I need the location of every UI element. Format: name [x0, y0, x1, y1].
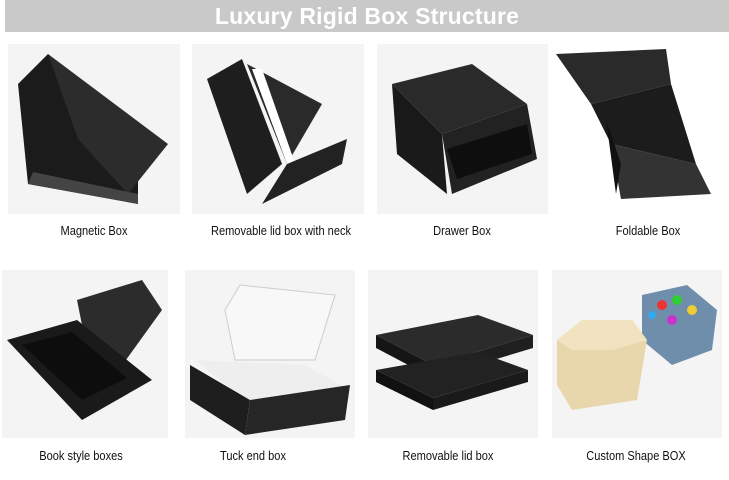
product-label: Foldable Box: [615, 223, 681, 238]
product-label: Magnetic Box: [60, 223, 128, 238]
book-box-image: [2, 270, 168, 438]
product-label: Removable lid box: [402, 448, 494, 463]
product-label: Removable lid box with neck: [210, 223, 352, 238]
magnetic-box-image: [8, 44, 180, 214]
product-label: Tuck end box: [220, 448, 286, 463]
foldable-box-image: [551, 44, 721, 214]
product-label: Drawer Box: [433, 223, 491, 238]
product-label: Custom Shape BOX: [586, 448, 686, 463]
lid-box-image: [368, 270, 538, 438]
page-title: Luxury Rigid Box Structure: [214, 2, 520, 29]
title-banner: Luxury Rigid Box Structure: [5, 0, 729, 32]
product-label: Book style boxes: [39, 448, 123, 463]
custom-shape-box-image: [552, 270, 722, 438]
neck-box-image: [192, 44, 364, 214]
drawer-box-image: [377, 44, 548, 214]
tuck-end-box-image: [185, 270, 355, 438]
